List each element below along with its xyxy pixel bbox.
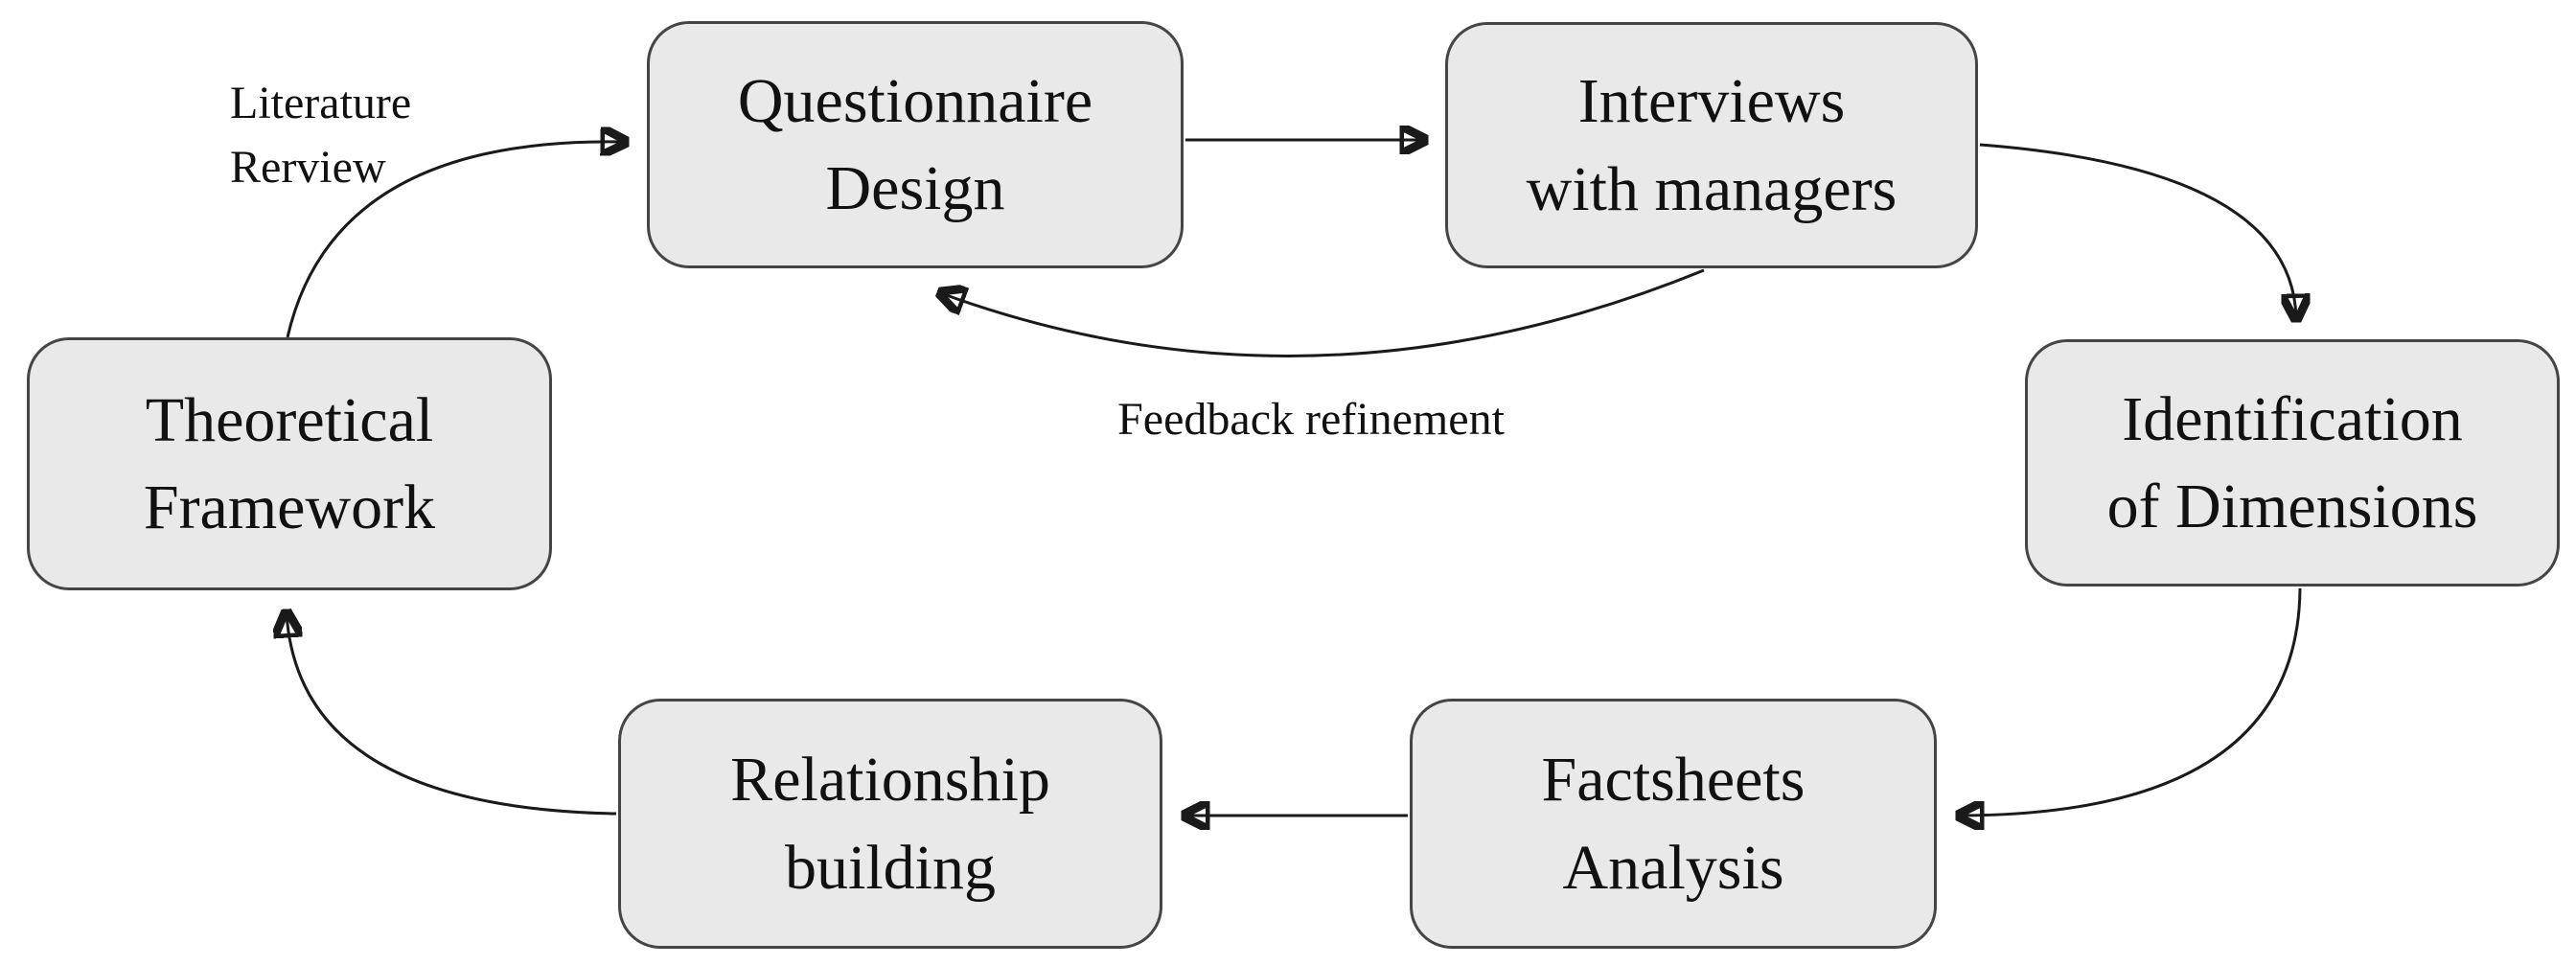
arrow-feedback-interviews-to-questionnaire xyxy=(941,268,1705,357)
node-relationship-building: Relationship building xyxy=(618,699,1162,949)
node-identification-of-dimensions: Identification of Dimensions xyxy=(2025,339,2560,586)
arrow-identification-to-factsheets xyxy=(1960,587,2302,816)
node-factsheets-analysis: Factsheets Analysis xyxy=(1410,699,1937,949)
edge-label-feedback-refinement: Feedback refinement xyxy=(1117,394,1505,445)
arrow-relationship-to-theoretical xyxy=(287,613,617,816)
node-questionnaire-design: Questionnaire Design xyxy=(647,21,1184,268)
arrow-theoretical-to-questionnaire xyxy=(286,142,625,338)
arrow-interviews-to-identification xyxy=(1979,143,2296,318)
node-interviews-with-managers: Interviews with managers xyxy=(1445,22,1978,268)
node-theoretical-framework: Theoretical Framework xyxy=(27,337,552,590)
edge-label-literature-review: Literature Rerview xyxy=(230,78,412,194)
